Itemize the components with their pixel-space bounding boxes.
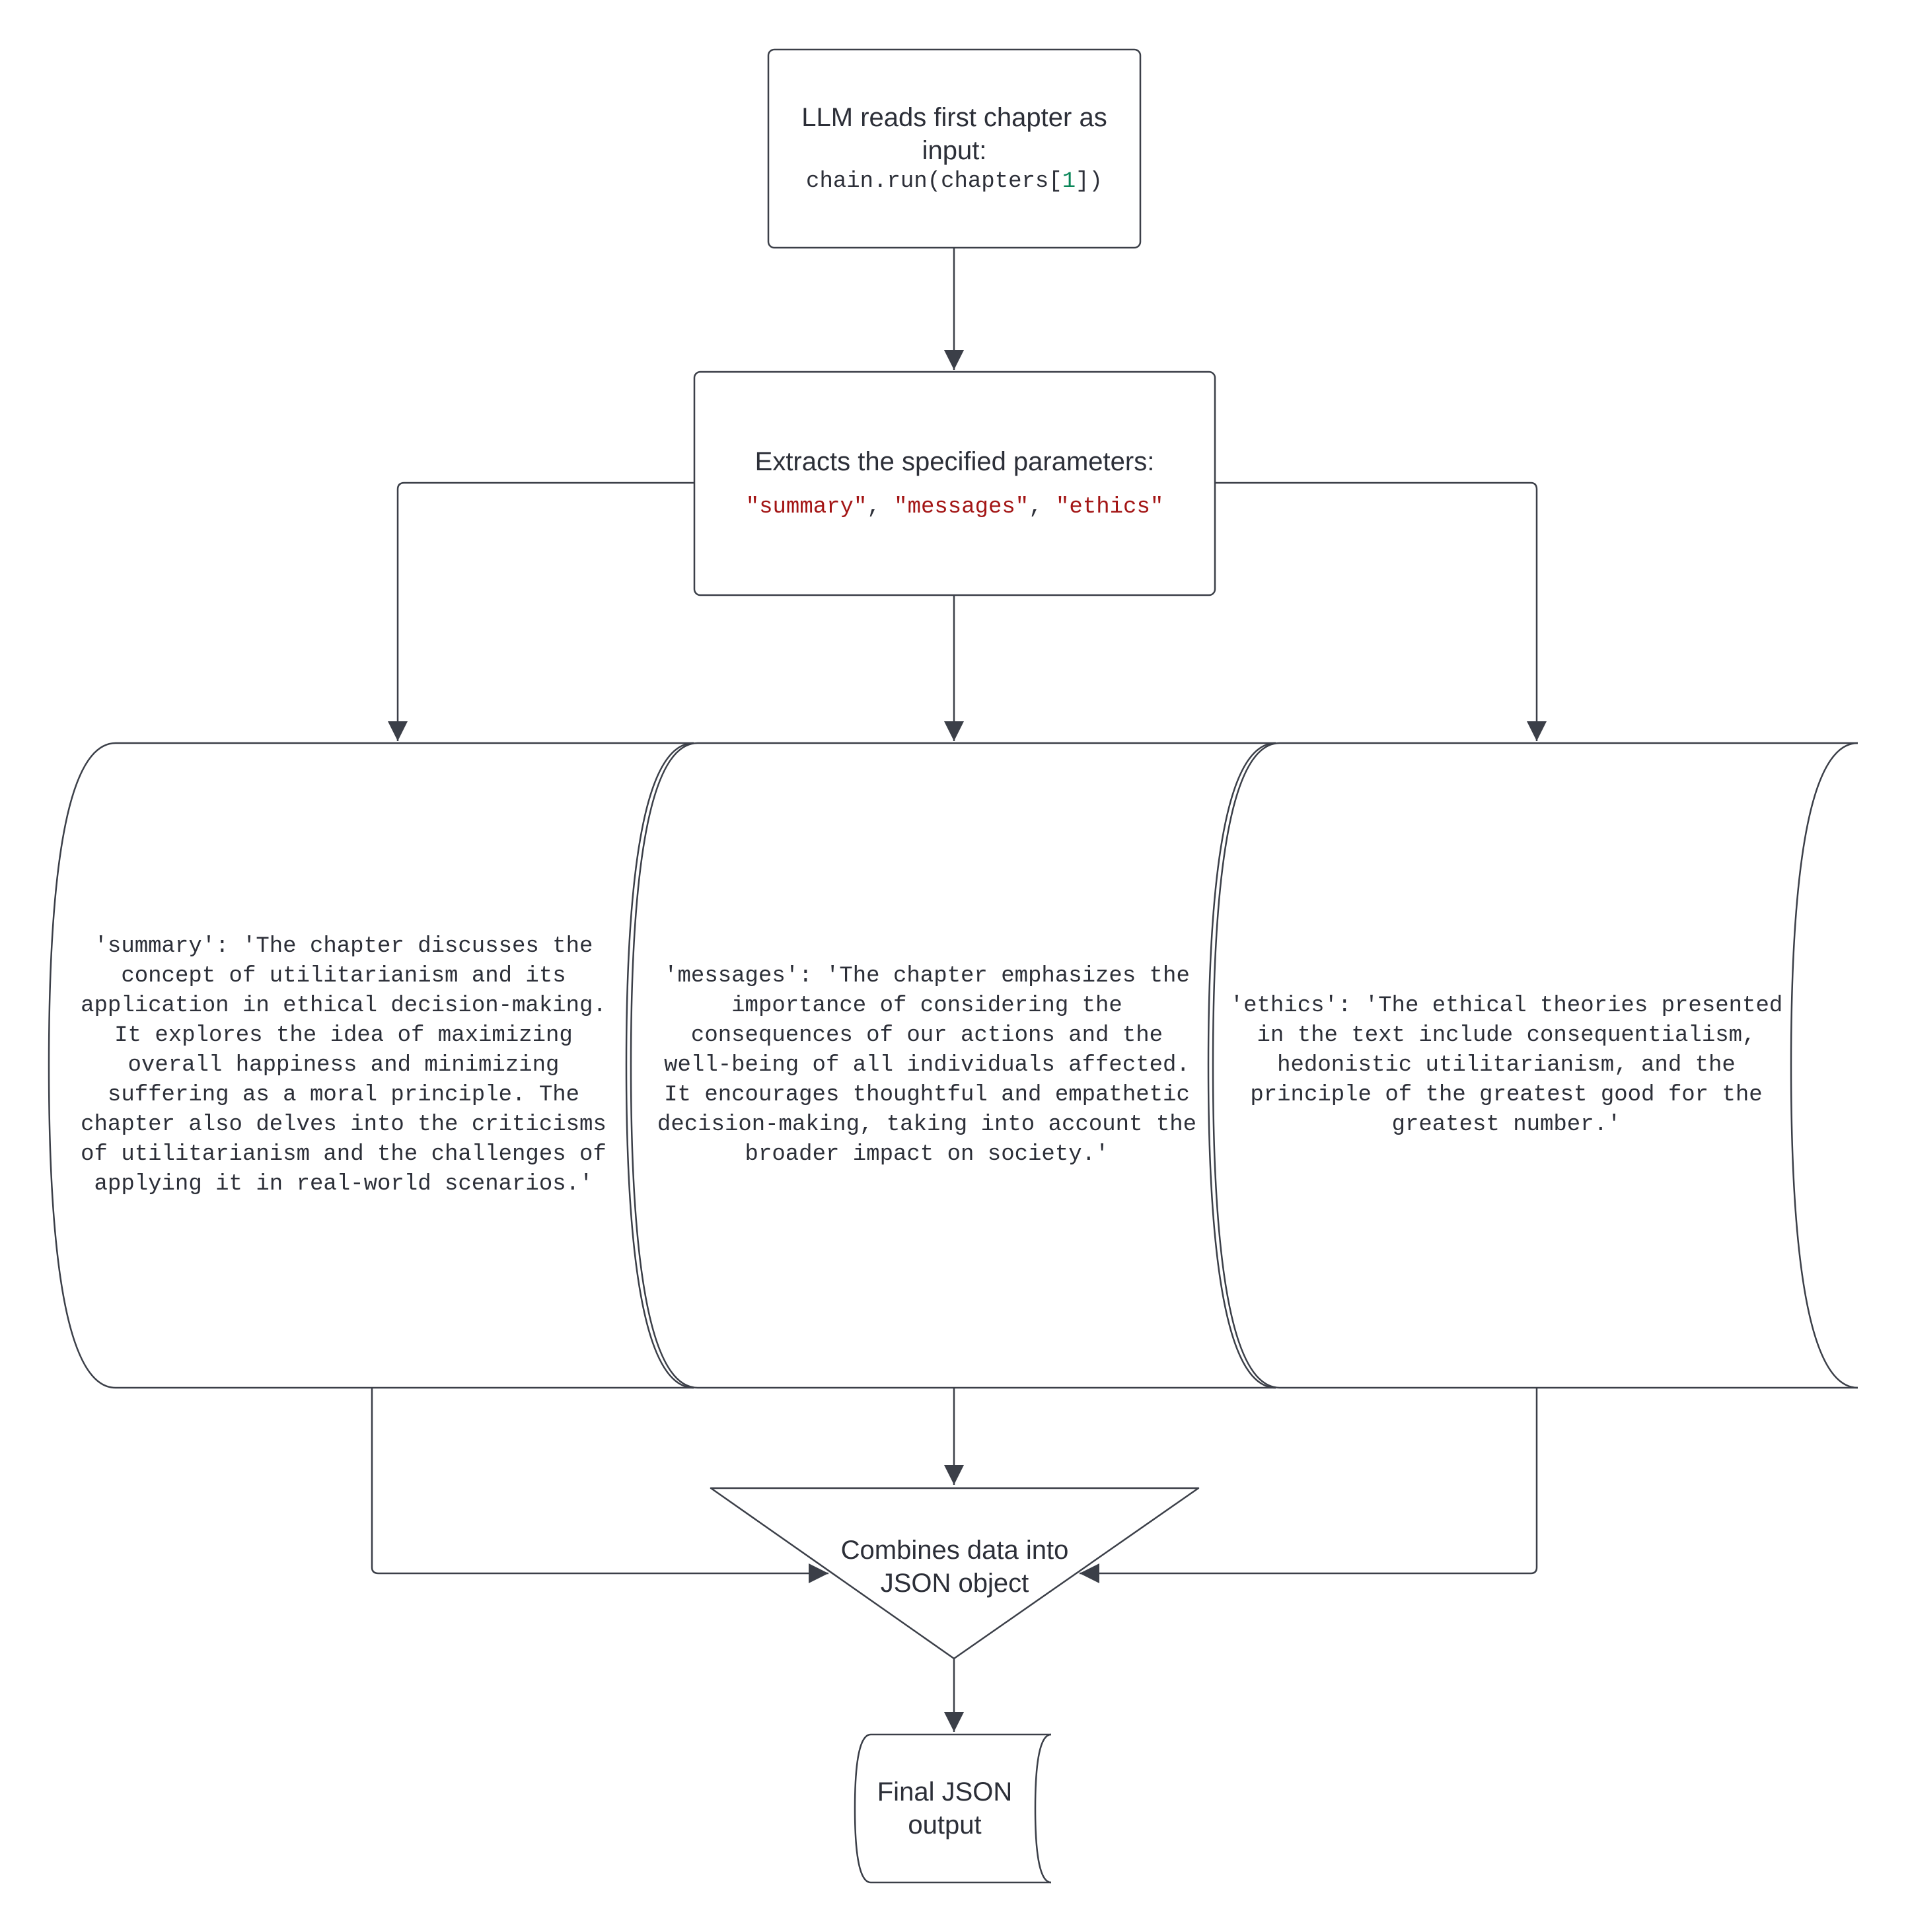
code-close: ]): [1076, 168, 1103, 194]
input-node-code: chain.run(chapters[1]): [806, 167, 1103, 197]
messages-node-inner-edge: [625, 742, 694, 1389]
extract-node-title: Extracts the specified parameters:: [754, 447, 1155, 476]
param-separator: ,: [1029, 494, 1056, 520]
ethics-node-text: 'ethics': 'The ethical theories presente…: [1229, 993, 1783, 1137]
combine-node-text: Combines data into JSON object: [840, 1536, 1069, 1598]
output-node-right-edge: [1034, 1733, 1052, 1884]
code-call: chain.run(chapters[: [806, 168, 1062, 194]
param-summary: "summary": [745, 494, 867, 520]
param-messages: "messages": [894, 494, 1029, 520]
code-index: 1: [1062, 168, 1076, 194]
param-ethics: "ethics": [1056, 494, 1164, 520]
summary-node: 'summary': 'The chapter discusses the co…: [63, 743, 624, 1388]
output-node: Final JSON output: [859, 1735, 1031, 1882]
messages-node: 'messages': 'The chapter emphasizes the …: [640, 743, 1214, 1388]
messages-node-shape: [630, 742, 1276, 1389]
combine-node-shape: [710, 1487, 1200, 1660]
output-node-shape: [854, 1733, 1051, 1884]
edge-extract-to-summary: [388, 482, 694, 741]
ethics-node-right-edge: [1790, 742, 1858, 1389]
ethics-node-inner-edge: [1207, 742, 1276, 1389]
messages-node-text: 'messages': 'The chapter emphasizes the …: [657, 963, 1197, 1167]
extract-node: Extracts the specified parameters: "summ…: [694, 372, 1215, 595]
summary-node-shape: [48, 742, 694, 1389]
input-node: LLM reads first chapter as input: chain.…: [768, 50, 1140, 248]
edge-ethics-to-combine: [1080, 1388, 1538, 1583]
ethics-node: 'ethics': 'The ethical theories presente…: [1219, 743, 1794, 1388]
extract-node-params: "summary", "messages", "ethics": [746, 493, 1164, 522]
output-node-text: Final JSON output: [877, 1777, 1013, 1840]
ethics-node-shape: [1212, 742, 1858, 1389]
param-separator: ,: [867, 494, 895, 520]
combine-node: Combines data into JSON object: [813, 1527, 1097, 1606]
edge-extract-to-ethics: [1215, 482, 1547, 741]
input-node-title: LLM reads first chapter as input:: [801, 102, 1107, 165]
summary-node-text: 'summary': 'The chapter discusses the co…: [81, 933, 606, 1197]
edge-summary-to-combine: [371, 1388, 828, 1583]
